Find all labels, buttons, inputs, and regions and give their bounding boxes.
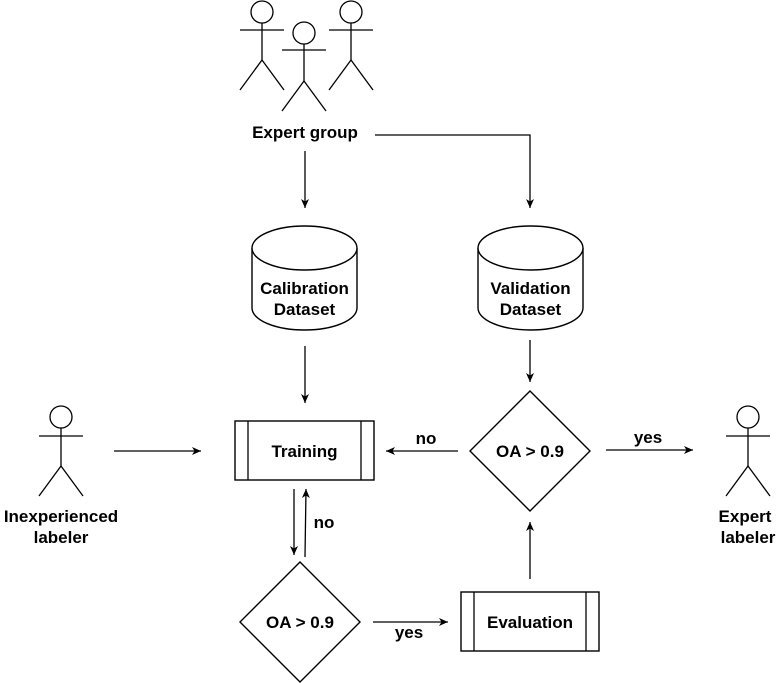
decision-bottom-label: OA > 0.9 xyxy=(266,613,334,632)
training-label: Training xyxy=(271,442,337,461)
calibration-dataset: Calibration Dataset xyxy=(251,225,358,331)
expert-group-actors xyxy=(239,0,374,112)
inexperienced-labeler-actor xyxy=(38,405,84,497)
training-process: Training xyxy=(234,420,375,481)
expert-actor-left xyxy=(239,0,285,91)
expert-labeler-line1: Expert xyxy=(719,507,772,526)
expert-labeler-line2: labeler xyxy=(721,528,776,547)
expert-actor-middle xyxy=(281,21,327,112)
calibration-dataset-line1: Calibration xyxy=(260,279,349,298)
arrow-decision-bottom-no xyxy=(301,488,310,558)
validation-dataset: Validation Dataset xyxy=(477,225,584,331)
validation-dataset-line2: Dataset xyxy=(500,300,562,319)
validation-dataset-line1: Validation xyxy=(490,279,570,298)
edge-label-top-yes: yes xyxy=(634,428,662,447)
arrow-expert-to-validation xyxy=(375,134,534,208)
inexperienced-labeler-line1: Inexperienced xyxy=(4,507,118,526)
expert-labeler-actor xyxy=(725,405,771,497)
evaluation-label: Evaluation xyxy=(487,613,573,632)
expert-actor-right xyxy=(328,0,374,91)
inexperienced-labeler-line2: labeler xyxy=(34,528,89,547)
edge-label-bottom-yes: yes xyxy=(395,623,423,642)
edge-label-bottom-no: no xyxy=(314,513,335,532)
evaluation-process: Evaluation xyxy=(460,591,600,652)
decision-bottom: OA > 0.9 xyxy=(239,561,361,683)
decision-top-label: OA > 0.9 xyxy=(496,442,564,461)
calibration-dataset-line2: Dataset xyxy=(274,300,336,319)
expert-group-label: Expert group xyxy=(252,123,358,142)
edge-label-top-no: no xyxy=(416,429,437,448)
decision-top: OA > 0.9 xyxy=(469,390,591,512)
